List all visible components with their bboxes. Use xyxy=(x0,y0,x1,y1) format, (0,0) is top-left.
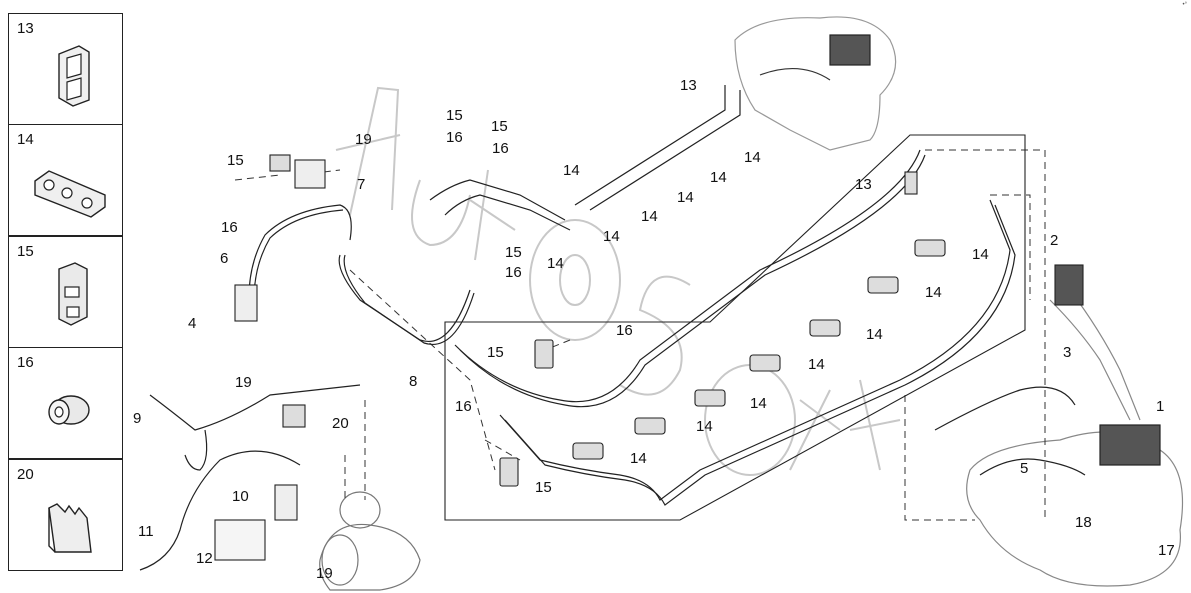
callout-7: 7 xyxy=(357,176,366,193)
legend-box-15: 15 xyxy=(8,236,123,348)
callout-15: 15 xyxy=(535,479,552,496)
callout-14: 14 xyxy=(925,284,942,301)
callout-19: 19 xyxy=(235,374,252,391)
legend-box-13: 13 xyxy=(8,13,123,125)
legend-number: 16 xyxy=(17,354,34,371)
callout-2: 2 xyxy=(1050,232,1059,249)
callout-20: 20 xyxy=(332,415,349,432)
callout-16: 16 xyxy=(492,140,509,157)
legend-number: 20 xyxy=(17,466,34,483)
callout-12: 12 xyxy=(196,550,213,567)
fuel-tank-lower xyxy=(966,289,1183,587)
callout-16: 16 xyxy=(446,129,463,146)
callout-14: 14 xyxy=(744,149,761,166)
callout-6: 6 xyxy=(220,250,229,267)
callout-14: 14 xyxy=(696,418,713,435)
legend-number: 14 xyxy=(17,131,34,148)
clip-13-icon xyxy=(58,45,90,107)
callout-19: 19 xyxy=(355,131,372,148)
callout-14: 14 xyxy=(750,395,767,412)
callout-16: 16 xyxy=(221,219,238,236)
legend-box-14: 14 xyxy=(8,124,123,236)
callout-8: 8 xyxy=(409,373,418,390)
callout-5: 5 xyxy=(1020,460,1029,477)
callout-15: 15 xyxy=(487,344,504,361)
fuel-tank-upper xyxy=(734,16,897,151)
callout-19: 19 xyxy=(316,565,333,582)
callout-14: 14 xyxy=(547,255,564,272)
callout-14: 14 xyxy=(866,326,883,343)
callout-17: 17 xyxy=(1158,542,1175,559)
clip-20-icon xyxy=(48,503,92,553)
callout-14: 14 xyxy=(710,169,727,186)
callout-15: 15 xyxy=(505,244,522,261)
filler-neck xyxy=(319,491,421,591)
callout-14: 14 xyxy=(563,162,580,179)
callout-15: 15 xyxy=(491,118,508,135)
callout-14: 14 xyxy=(641,208,658,225)
callout-18: 18 xyxy=(1075,514,1092,531)
fuel-pipes xyxy=(139,85,1086,571)
legend-box-20: 20 xyxy=(8,459,123,571)
clip-parts xyxy=(214,154,1084,561)
sub-assembly-frame xyxy=(444,134,1026,521)
corner-mark: •° xyxy=(1182,2,1188,8)
callout-14: 14 xyxy=(972,246,989,263)
callout-11: 11 xyxy=(138,523,154,540)
callout-14: 14 xyxy=(603,228,620,245)
callout-9: 9 xyxy=(133,410,142,427)
legend-box-16: 16 xyxy=(8,347,123,459)
callout-13: 13 xyxy=(680,77,697,94)
callout-16: 16 xyxy=(455,398,472,415)
callout-4: 4 xyxy=(188,315,197,332)
callout-3: 3 xyxy=(1063,344,1072,361)
callout-10: 10 xyxy=(232,488,249,505)
watermark xyxy=(335,86,901,476)
callout-14: 14 xyxy=(808,356,825,373)
clip-14-icon xyxy=(34,170,106,218)
callout-15: 15 xyxy=(227,152,244,169)
callout-14: 14 xyxy=(630,450,647,467)
legend-number: 13 xyxy=(17,20,34,37)
callout-16: 16 xyxy=(616,322,633,339)
callout-14: 14 xyxy=(677,189,694,206)
callout-13: 13 xyxy=(855,176,872,193)
callout-1: 1 xyxy=(1156,398,1165,415)
clip-15-icon xyxy=(58,262,88,326)
grommet-16-icon xyxy=(48,395,90,425)
legend-number: 15 xyxy=(17,243,34,260)
callout-15: 15 xyxy=(446,107,463,124)
callout-16: 16 xyxy=(505,264,522,281)
